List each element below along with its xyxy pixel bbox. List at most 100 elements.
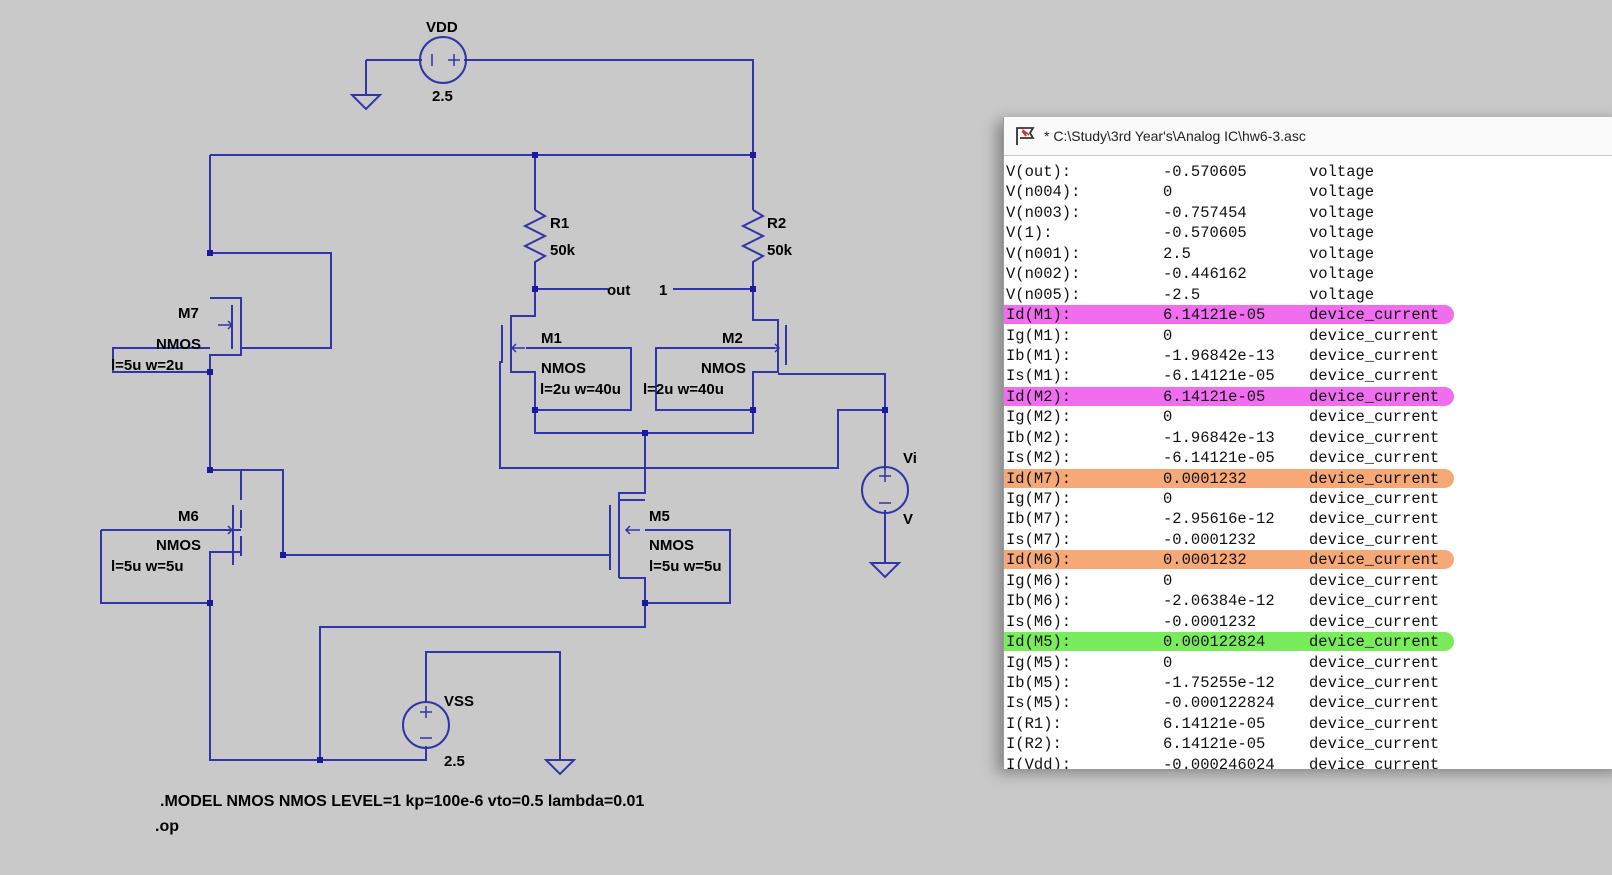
op-result-name: V(n002):	[1006, 265, 1081, 284]
m5-name: M5	[649, 508, 670, 525]
m5-model: NMOS	[649, 537, 694, 554]
vdd-source-icon[interactable]	[419, 36, 467, 84]
op-result-type: device_current	[1309, 653, 1440, 672]
m6-size: l=5u w=5u	[111, 558, 184, 575]
op-result-name: Ig(M7):	[1006, 490, 1072, 508]
vi-name: Vi	[903, 450, 917, 467]
op-result-row[interactable]: Id(M6): 0.0001232 device_current	[1004, 550, 1612, 570]
op-result-type: device_current	[1309, 306, 1440, 325]
voltage-sources[interactable]	[402, 36, 909, 749]
op-result-value: -1.96842e-13	[1163, 428, 1275, 447]
op-result-value: -6.14121e-05	[1163, 367, 1275, 386]
m2-size: l=2u w=40u	[643, 381, 724, 398]
op-result-type: voltage	[1309, 183, 1375, 202]
op-result-value: -0.0001232	[1163, 530, 1257, 549]
op-result-value: 6.14121e-05	[1163, 714, 1266, 733]
op-result-type: voltage	[1309, 285, 1375, 304]
op-result-name: Id(M5):	[1006, 633, 1072, 652]
wires[interactable]	[100, 59, 886, 761]
r1-value: 50k	[550, 242, 576, 259]
op-result-name: Ib(M2):	[1006, 428, 1072, 447]
m6-model: NMOS	[156, 537, 201, 554]
row-highlight	[1004, 386, 1454, 406]
op-result-value: 2.5	[1163, 244, 1191, 263]
row-highlight	[1004, 550, 1454, 570]
vi-source-icon[interactable]	[861, 466, 909, 514]
op-result-value: 0	[1163, 571, 1173, 590]
op-result-value: -1.75255e-12	[1163, 673, 1275, 692]
op-result-type: device_current	[1309, 694, 1440, 713]
op-result-name: Is(M2):	[1006, 449, 1072, 468]
spice-directive-op[interactable]: .op	[155, 818, 179, 835]
row-highlight	[1004, 305, 1454, 325]
op-result-type: device_current	[1309, 428, 1440, 447]
op-result-value: 0.0001232	[1163, 469, 1247, 488]
op-result-value: 0.0001232	[1163, 551, 1247, 570]
m2-name: M2	[722, 330, 743, 347]
op-result-name: Ib(M6):	[1006, 592, 1072, 611]
op-result-type: voltage	[1309, 224, 1375, 243]
op-result-value: -6.14121e-05	[1163, 449, 1275, 468]
vi-value: V	[903, 511, 913, 528]
op-result-name: I(R1):	[1006, 714, 1062, 733]
component-labels: VDD 2.5 VSS 2.5 Vi V R1 50k R2 50k out 1…	[111, 19, 917, 835]
op-result-row[interactable]: Ib(M2): -1.96842e-13 device_current	[1004, 428, 1612, 448]
op-result-type: voltage	[1309, 265, 1375, 284]
vss-name: VSS	[444, 693, 474, 710]
op-result-name: V(1):	[1006, 224, 1053, 243]
op-result-value: -1.96842e-13	[1163, 346, 1275, 365]
op-result-row[interactable]: Is(M5): -0.000122824 device_current	[1004, 693, 1612, 713]
op-result-type: device_current	[1309, 612, 1440, 631]
op-result-type: device_current	[1309, 551, 1440, 570]
m7-size: l=5u w=2u	[111, 357, 184, 374]
op-result-value: 6.14121e-05	[1163, 735, 1266, 754]
m1-name: M1	[541, 330, 562, 347]
op-result-name: Id(M6):	[1006, 551, 1072, 570]
window-titlebar[interactable]: * C:\Study\3rd Year's\Analog IC\hw6-3.as…	[1004, 117, 1612, 156]
vdd-value: 2.5	[432, 88, 453, 105]
m5-size: l=5u w=5u	[649, 558, 722, 575]
op-result-value: -0.570605	[1163, 163, 1247, 181]
op-result-name: Is(M5):	[1006, 694, 1072, 713]
operating-point-window[interactable]: * C:\Study\3rd Year's\Analog IC\hw6-3.as…	[1003, 117, 1612, 769]
op-result-type: device_current	[1309, 530, 1440, 549]
op-result-type: device_current	[1309, 469, 1440, 488]
op-result-type: device_current	[1309, 490, 1440, 508]
op-result-value: -0.000246024	[1163, 755, 1275, 769]
op-result-value: 0	[1163, 183, 1173, 202]
spice-directive-model[interactable]: .MODEL NMOS NMOS LEVEL=1 kp=100e-6 vto=0…	[160, 793, 644, 810]
op-result-value: -0.000122824	[1163, 694, 1275, 713]
vss-source-icon[interactable]	[402, 701, 450, 749]
op-result-value: -2.5	[1163, 285, 1201, 304]
op-result-value: -2.06384e-12	[1163, 592, 1275, 611]
